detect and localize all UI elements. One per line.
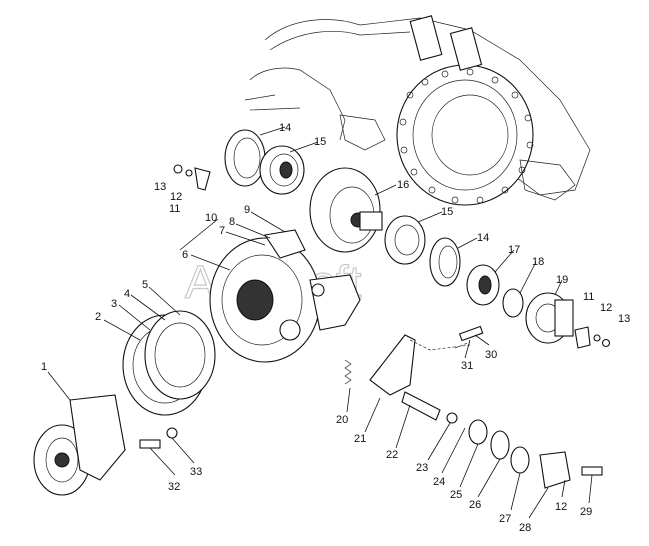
label-27: 27 bbox=[499, 513, 511, 525]
label-12-left: 12 bbox=[170, 191, 182, 203]
label-28: 28 bbox=[519, 522, 531, 534]
label-18: 18 bbox=[532, 256, 544, 268]
hub-19 bbox=[525, 292, 574, 344]
label-8: 8 bbox=[229, 216, 235, 228]
label-12-bottom: 12 bbox=[555, 501, 567, 513]
label-21: 21 bbox=[354, 433, 366, 445]
planet-carrier bbox=[209, 229, 361, 363]
label-25: 25 bbox=[450, 489, 462, 501]
axle-housing bbox=[244, 15, 591, 206]
wheel-hub-1 bbox=[33, 394, 126, 496]
gear-17 bbox=[466, 264, 500, 306]
gasket-27 bbox=[510, 446, 530, 474]
shaft-22 bbox=[401, 391, 441, 421]
label-2: 2 bbox=[95, 311, 101, 323]
bolt-32 bbox=[139, 427, 178, 449]
label-30: 30 bbox=[485, 349, 497, 361]
differential-16 bbox=[309, 167, 383, 253]
label-16: 16 bbox=[397, 179, 409, 191]
label-32: 32 bbox=[168, 481, 180, 493]
bolt-29 bbox=[581, 466, 603, 476]
label-12-right: 12 bbox=[600, 302, 612, 314]
label-9: 9 bbox=[244, 204, 250, 216]
label-19: 19 bbox=[556, 274, 568, 286]
label-4: 4 bbox=[124, 288, 130, 300]
label-13-left: 13 bbox=[154, 181, 166, 193]
bearing-15-lower bbox=[384, 215, 426, 265]
label-14-upper: 14 bbox=[279, 122, 291, 134]
fork-21 bbox=[369, 334, 416, 396]
label-24: 24 bbox=[433, 476, 445, 488]
leader-lines bbox=[47, 126, 593, 519]
brake-pack bbox=[122, 310, 216, 416]
label-15-lower: 15 bbox=[441, 206, 453, 218]
label-29: 29 bbox=[580, 506, 592, 518]
ring-26 bbox=[490, 430, 510, 460]
label-17: 17 bbox=[508, 244, 520, 256]
label-23: 23 bbox=[416, 462, 428, 474]
label-31: 31 bbox=[461, 360, 473, 372]
bolt-set-right bbox=[574, 326, 611, 349]
label-6: 6 bbox=[182, 249, 188, 261]
label-3: 3 bbox=[111, 298, 117, 310]
bolt-set-left bbox=[173, 164, 211, 191]
label-5: 5 bbox=[142, 279, 148, 291]
label-11-left: 11 bbox=[169, 203, 180, 215]
label-10: 10 bbox=[205, 212, 217, 224]
label-13-right: 13 bbox=[618, 313, 630, 325]
pin-30 bbox=[458, 325, 484, 342]
spring-20 bbox=[344, 359, 352, 385]
seal-14-upper bbox=[224, 129, 266, 187]
label-22: 22 bbox=[386, 449, 398, 461]
label-7: 7 bbox=[219, 225, 225, 237]
label-14-lower: 14 bbox=[477, 232, 489, 244]
seal-25 bbox=[468, 419, 488, 445]
nut-23 bbox=[446, 412, 458, 424]
cover-28 bbox=[539, 451, 571, 489]
part-labels: 1 2 3 4 5 6 7 8 9 10 11 12 13 14 15 16 1… bbox=[41, 122, 630, 534]
label-33: 33 bbox=[190, 466, 202, 478]
label-20: 20 bbox=[336, 414, 348, 426]
seal-14-lower bbox=[429, 237, 461, 287]
label-11-right: 11 bbox=[583, 291, 594, 303]
label-15-upper: 15 bbox=[314, 136, 326, 148]
bearing-15-upper bbox=[259, 145, 305, 195]
label-1: 1 bbox=[41, 361, 47, 373]
ring-18 bbox=[502, 288, 524, 318]
label-26: 26 bbox=[469, 499, 481, 511]
